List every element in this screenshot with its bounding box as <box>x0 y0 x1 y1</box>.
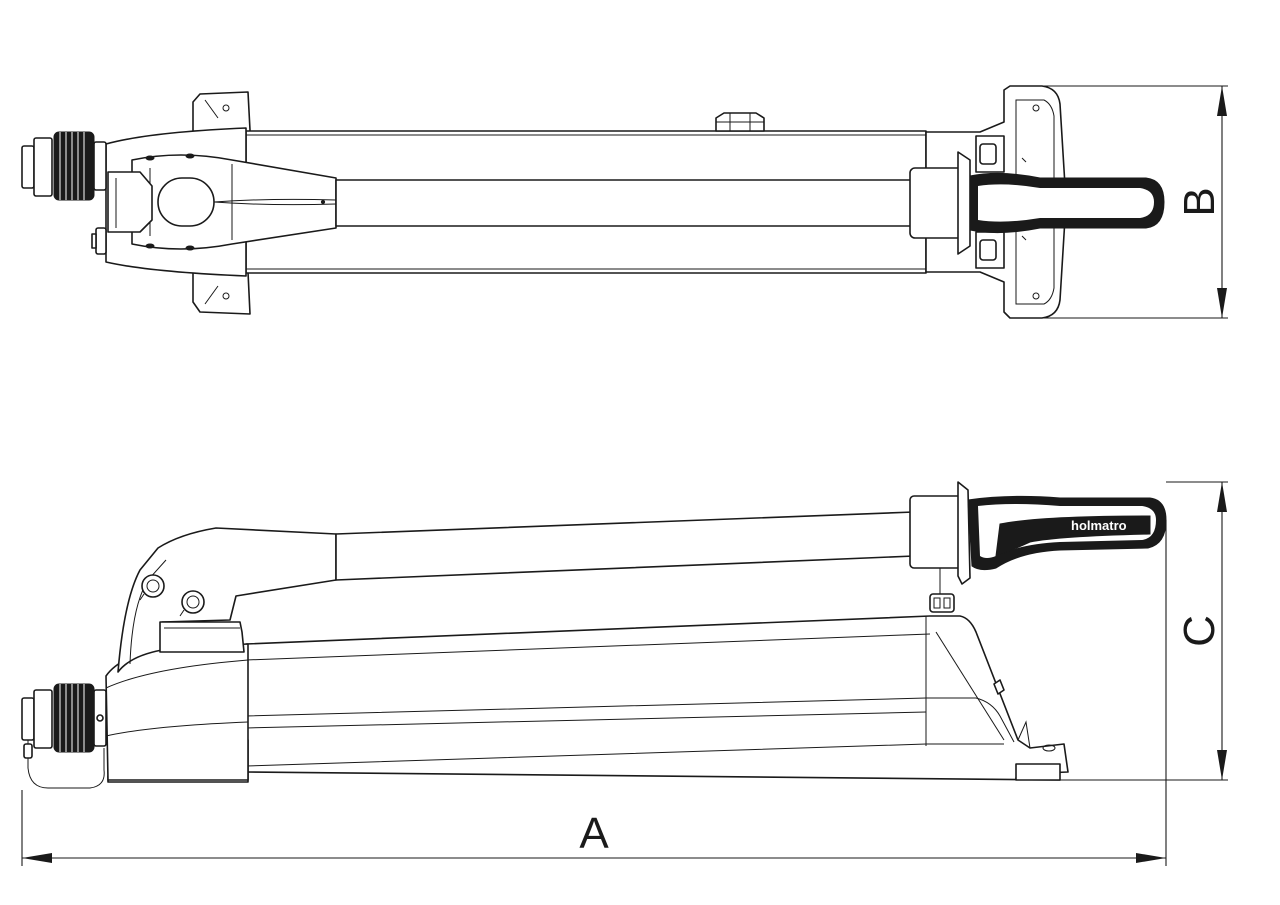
top-view-coupler <box>21 131 107 255</box>
side-view-right-foot <box>1015 763 1061 781</box>
top-view-bolt-hole <box>1032 292 1040 300</box>
side-view-brand-text: holmatro <box>1071 518 1127 533</box>
top-view <box>21 85 1165 319</box>
dimension-lines: B C A <box>21 85 1228 866</box>
top-view-lever-tube <box>335 179 917 227</box>
top-view-bolt-hole <box>222 292 230 300</box>
top-view-release-valve <box>107 171 153 233</box>
side-view-cylinder <box>117 527 337 673</box>
side-view-guard <box>957 481 971 585</box>
side-view-valve-block <box>159 621 245 653</box>
side-view: holmatro <box>21 481 1167 789</box>
top-view-pivot <box>157 177 215 227</box>
dimension-a-label: A <box>579 809 609 858</box>
side-view-pump-head <box>105 643 249 781</box>
top-view-bolt-hole <box>222 104 230 112</box>
side-view-pivot-pin <box>141 574 165 598</box>
top-view-bolt-hole <box>1032 104 1040 112</box>
side-view-lever-tube <box>335 511 915 581</box>
dimension-c-label: C <box>1175 615 1224 647</box>
top-view-guard <box>957 151 971 255</box>
side-view-coupler <box>21 683 107 789</box>
side-view-pivot-pin <box>181 590 205 614</box>
dimension-b-label: B <box>1175 187 1224 216</box>
